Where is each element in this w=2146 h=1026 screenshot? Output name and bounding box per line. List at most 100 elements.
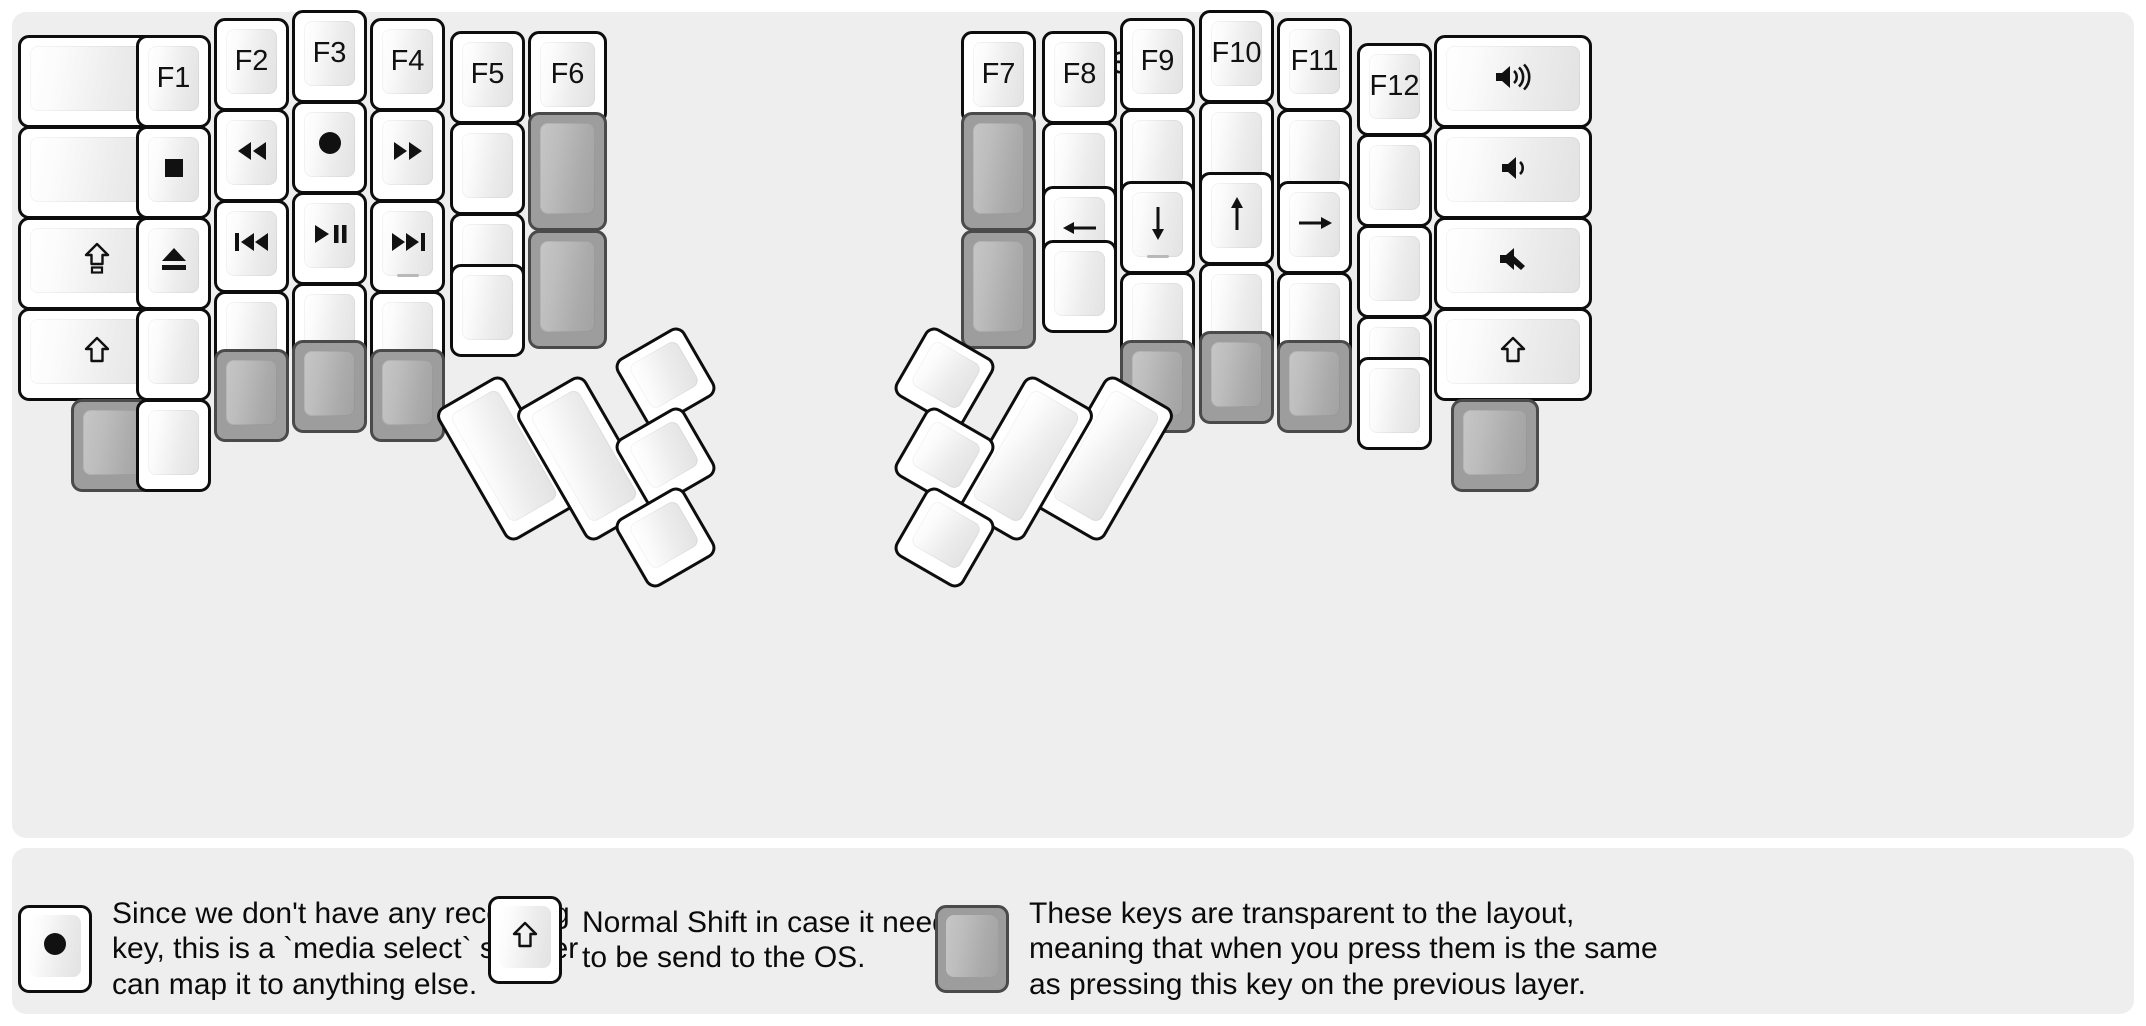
key-label: F11 (1290, 45, 1339, 77)
key-left-c2-r5[interactable] (136, 399, 211, 492)
keycap-face (540, 123, 595, 214)
record-icon (314, 127, 346, 162)
key-right-c4-r1-f10[interactable]: F10 (1199, 10, 1274, 103)
key-left-c4-r3-play-pause[interactable] (292, 192, 367, 285)
caps-shift-icon (84, 242, 110, 279)
keycap-face (304, 203, 355, 268)
key-right-c6-r2[interactable] (1357, 134, 1432, 227)
volume-up-icon (1492, 62, 1534, 95)
keycap-face (1054, 251, 1105, 316)
key-left-c2-r4[interactable] (136, 308, 211, 401)
key-right-c7-r1-volume-up[interactable] (1434, 35, 1592, 128)
key-left-c2-r1-f1[interactable]: F1 (136, 35, 211, 128)
keycap-face (1289, 351, 1340, 416)
key-left-c6-r1-f5[interactable]: F5 (450, 31, 525, 124)
key-left-c7-r2-transparent[interactable] (528, 112, 607, 231)
key-right-c2-r4[interactable] (1042, 240, 1117, 333)
key-right-c3-r3-down-arrow[interactable] (1120, 181, 1195, 274)
keycap-face (627, 499, 701, 571)
key-left-c6-r2[interactable] (450, 122, 525, 215)
play-pause-icon (311, 221, 349, 250)
keycap-face (1369, 145, 1420, 210)
keycap-face (973, 241, 1024, 332)
volume-down-icon (1498, 153, 1528, 186)
key-left-c4-r2-record[interactable] (292, 101, 367, 194)
key-left-c3-r5-transparent[interactable] (214, 349, 289, 442)
key-left-c3-r3-prev-track[interactable] (214, 200, 289, 293)
key-left-c5-r5-transparent[interactable] (370, 349, 445, 442)
key-right-c1-r2-transparent[interactable] (961, 112, 1036, 231)
arrow-left-icon (1061, 217, 1099, 242)
key-right-c4-r4[interactable] (1199, 263, 1274, 356)
key-left-c3-r2-rewind[interactable] (214, 109, 289, 202)
fast-forward-icon (390, 138, 426, 167)
keycap-face (382, 360, 433, 425)
keycap-face (540, 241, 595, 332)
keycap-face (29, 915, 81, 978)
key-left-c7-r3-transparent[interactable] (528, 230, 607, 349)
key-left-c7-r1-f6[interactable]: F6 (528, 31, 607, 124)
record-key-sample (18, 905, 92, 994)
key-left-c5-r3-next-track[interactable] (370, 200, 445, 293)
keycap-face (1289, 120, 1340, 185)
keycap-face: F5 (462, 42, 513, 107)
keycap-face (909, 499, 983, 571)
key-left-c3-r1-f2[interactable]: F2 (214, 18, 289, 111)
keycap-face (1369, 368, 1420, 433)
keycap-face (1446, 319, 1580, 384)
key-right-c7-r5-transparent[interactable] (1451, 399, 1539, 492)
key-right-c5-r5-transparent[interactable] (1277, 340, 1352, 433)
key-left-c2-r2-stop[interactable] (136, 126, 211, 219)
key-left-c5-r1-f4[interactable]: F4 (370, 18, 445, 111)
keycap-face (226, 360, 277, 425)
keycap-face (1446, 228, 1580, 293)
keycap-face (226, 211, 277, 276)
key-left-c6-r4[interactable] (450, 264, 525, 357)
key-right-c2-r1-f8[interactable]: F8 (1042, 31, 1117, 124)
key-right-c7-r3-mute[interactable] (1434, 217, 1592, 310)
key-left-c4-r5-transparent[interactable] (292, 340, 367, 433)
key-right-c7-r4-shift[interactable] (1434, 308, 1592, 401)
key-right-c6-r1-f12[interactable]: F12 (1357, 43, 1432, 136)
eject-icon (159, 245, 189, 276)
keycap-face (1132, 120, 1183, 185)
key-right-c4-r5-transparent[interactable] (1199, 331, 1274, 424)
next-track-icon (388, 229, 428, 258)
key-right-c3-r1-f9[interactable]: F9 (1120, 18, 1195, 111)
keycap-face: F9 (1132, 29, 1183, 94)
keycap-face (148, 228, 199, 293)
keycap-face: F6 (540, 42, 595, 107)
shift-icon (84, 335, 110, 368)
keycap-face (627, 419, 701, 491)
key-right-c1-r1-f7[interactable]: F7 (961, 31, 1036, 124)
legend-item: These keys are transparent to the layout… (935, 896, 1658, 1002)
key-right-c5-r1-f11[interactable]: F11 (1277, 18, 1352, 111)
keycap-face: F3 (304, 21, 355, 86)
prev-track-icon (232, 229, 272, 258)
key-label: F4 (390, 45, 425, 77)
key-left-c2-r3-eject[interactable] (136, 217, 211, 310)
arrow-up-icon (1226, 195, 1248, 236)
key-right-c5-r3-right-arrow[interactable] (1277, 181, 1352, 274)
key-label: F3 (312, 37, 347, 69)
key-right-c4-r3-up-arrow[interactable] (1199, 172, 1274, 265)
shift-key-sample (488, 896, 562, 984)
key-right-c1-r3-transparent[interactable] (961, 230, 1036, 349)
keycap-face (1446, 46, 1580, 111)
keycap-face (1132, 192, 1183, 257)
keycap-face: F10 (1211, 21, 1262, 86)
key-label: F9 (1140, 45, 1175, 77)
key-label: F1 (156, 62, 191, 94)
transparent-key-sample (935, 905, 1009, 994)
key-left-c4-r1-f3[interactable]: F3 (292, 10, 367, 103)
key-right-c6-r3[interactable] (1357, 225, 1432, 318)
key-left-c5-r2-fast-forward[interactable] (370, 109, 445, 202)
keycap-face (1132, 283, 1183, 348)
keycap-face (1211, 112, 1262, 177)
key-right-c7-r2-volume-down[interactable] (1434, 126, 1592, 219)
key-right-c6-r5[interactable] (1357, 357, 1432, 450)
shift-icon (512, 920, 538, 955)
keycap-face (1463, 410, 1527, 475)
keycap-face: F4 (382, 29, 433, 94)
